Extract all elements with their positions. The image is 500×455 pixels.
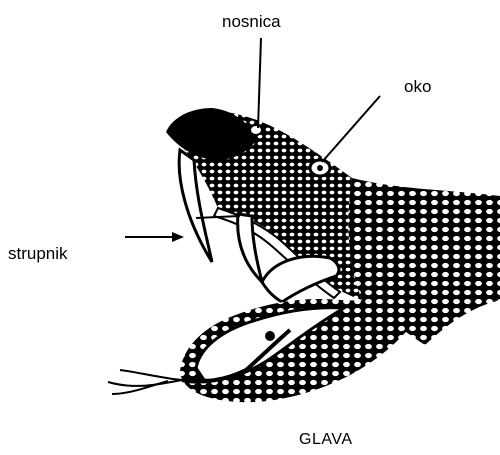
label-eye: oko xyxy=(404,78,431,95)
leader-oko xyxy=(322,96,380,162)
arrow-strupnik-head xyxy=(172,232,184,242)
label-fang: strupnik xyxy=(8,245,68,262)
leader-nosnica xyxy=(258,38,261,128)
caption-head: GLAVA xyxy=(299,432,352,448)
label-nostril: nosnica xyxy=(222,13,281,30)
mouth-interior xyxy=(262,256,339,302)
tongue-tip-lower xyxy=(108,380,182,386)
nostril xyxy=(250,125,262,135)
tongue-tip-mid xyxy=(112,381,168,394)
tongue-tip-upper xyxy=(120,370,182,380)
